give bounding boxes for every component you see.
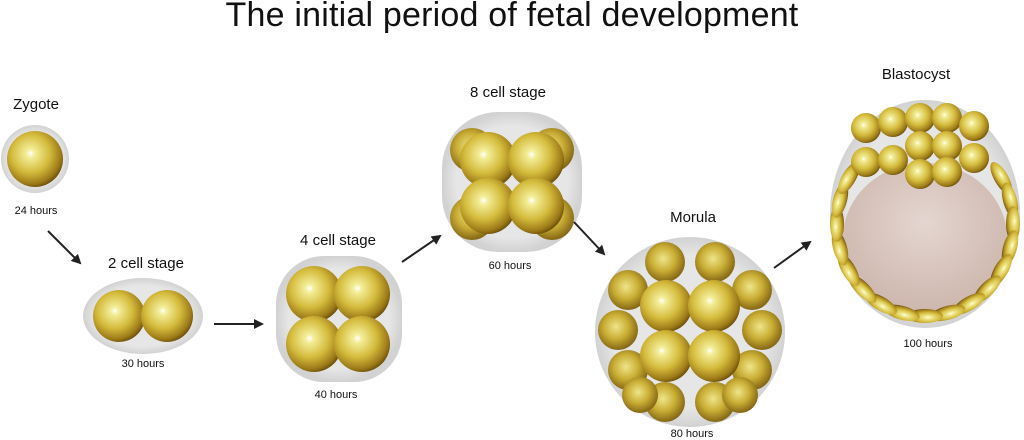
cell: [598, 310, 638, 350]
cell: [460, 132, 516, 188]
cell: [645, 242, 685, 282]
inner-cell-mass: [851, 103, 989, 189]
cell: [286, 266, 342, 322]
cell: [932, 103, 962, 133]
eight-cell-embryo: [442, 112, 582, 252]
cell: [141, 290, 193, 342]
stage-label-2cell: 2 cell stage: [108, 255, 184, 272]
cell: [460, 178, 516, 234]
two-cell-embryo: [83, 278, 203, 354]
cell: [608, 270, 648, 310]
cell: [742, 310, 782, 350]
cell: [93, 290, 145, 342]
cell: [932, 157, 962, 187]
stage-time-2cell: 30 hours: [121, 358, 165, 370]
cell: [722, 377, 758, 413]
arrow-8cell-to-morula: [573, 221, 606, 256]
stage-label-zygote: Zygote: [13, 96, 59, 113]
cell: [959, 143, 989, 173]
morula-back-cells: [598, 242, 782, 422]
cell: [508, 178, 564, 234]
cell: [932, 131, 962, 161]
cell: [851, 113, 881, 143]
cell: [905, 131, 935, 161]
blastocyst-embryo: [830, 100, 1020, 328]
cell: [905, 103, 935, 133]
stage-time-zygote: 24 hours: [14, 205, 58, 217]
cell: [640, 280, 692, 332]
stage-time-4cell: 40 hours: [314, 389, 358, 401]
cell: [622, 377, 658, 413]
cell: [878, 107, 908, 137]
cell: [851, 147, 881, 177]
stage-label-4cell: 4 cell stage: [300, 232, 376, 249]
arrow-morula-to-blastocyst: [773, 240, 812, 269]
zygote-embryo: [1, 125, 69, 193]
cell: [959, 111, 989, 141]
stage-time-morula: 80 hours: [670, 428, 714, 440]
stage-label-morula: Morula: [670, 209, 716, 226]
cell: [286, 316, 342, 372]
blastocoel-cavity: [843, 163, 1007, 313]
cell: [334, 316, 390, 372]
cell: [878, 145, 908, 175]
stage-label-blastocyst: Blastocyst: [881, 66, 951, 83]
cell: [334, 266, 390, 322]
cell: [688, 330, 740, 382]
arrow-4cell-to-8cell: [401, 234, 442, 263]
diagram-title: The initial period of fetal development: [225, 0, 799, 34]
morula-embryo: [595, 237, 785, 427]
cell: [688, 280, 740, 332]
stage-arrows: [47, 221, 812, 329]
cell: [640, 330, 692, 382]
cell: [732, 270, 772, 310]
stage-time-blastocyst: 100 hours: [903, 338, 953, 350]
stage-label-8cell: 8 cell stage: [470, 84, 546, 101]
cell: [695, 242, 735, 282]
cell: [7, 131, 63, 187]
cell: [905, 159, 935, 189]
morula-front-cells: [640, 280, 740, 382]
stage-time-8cell: 60 hours: [488, 260, 532, 272]
arrow-zygote-to-2cell: [47, 230, 82, 265]
cell: [508, 132, 564, 188]
trophoblast-cells: [830, 162, 1020, 323]
four-cell-embryo: [276, 256, 402, 382]
